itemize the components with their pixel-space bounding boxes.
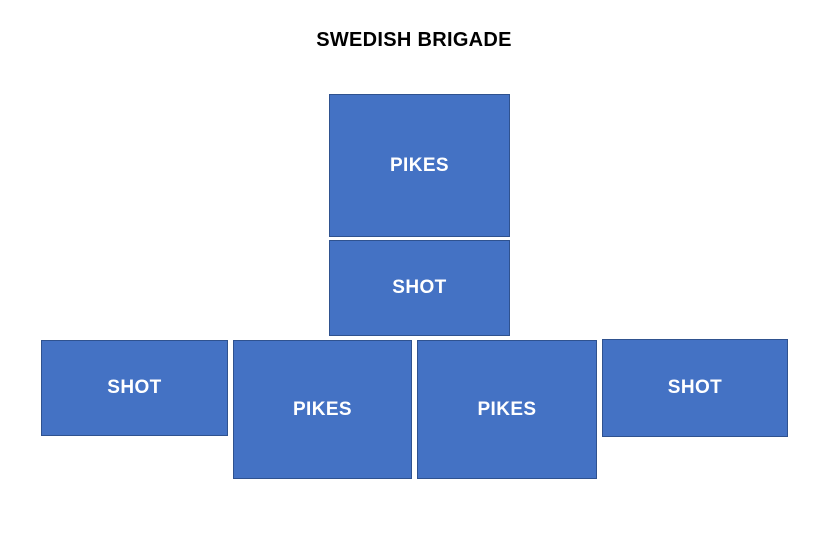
unit-label: SHOT <box>667 377 723 398</box>
unit-label: PIKES <box>389 154 450 176</box>
unit-label: SHOT <box>392 277 447 298</box>
unit-label: PIKES <box>292 398 353 420</box>
unit-box-pikes-bottom-left: PIKES <box>233 340 412 479</box>
unit-box-pikes-bottom-right: PIKES <box>417 340 597 479</box>
unit-label: SHOT <box>107 377 162 398</box>
unit-box-shot-middle: SHOT <box>329 240 510 336</box>
unit-box-shot-right: SHOT <box>602 339 788 437</box>
unit-box-shot-left: SHOT <box>41 340 228 436</box>
diagram-title: SWEDISH BRIGADE <box>316 29 512 51</box>
unit-label: PIKES <box>477 398 537 420</box>
unit-box-pikes-top: PIKES <box>329 94 510 237</box>
